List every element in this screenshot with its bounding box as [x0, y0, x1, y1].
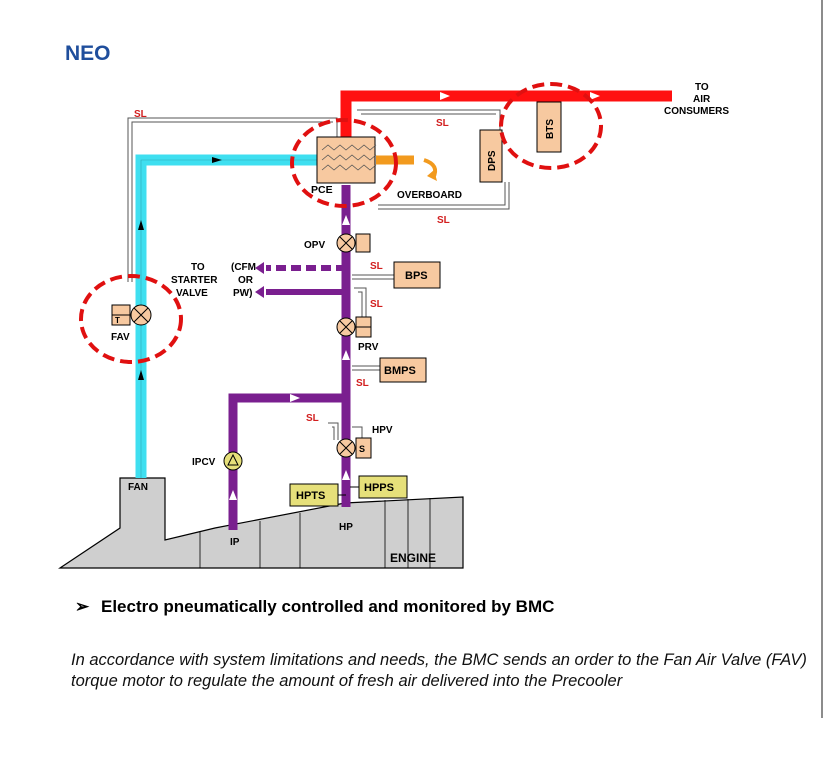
sense-line-hpv: [328, 422, 339, 440]
hp-label: HP: [339, 522, 353, 533]
page-border: [821, 0, 823, 718]
sense-line-hpv-right: [352, 426, 363, 440]
overboard-label: OVERBOARD: [397, 190, 462, 201]
hpts-label: HPTS: [296, 490, 325, 502]
ipcv-valve: [223, 451, 243, 471]
sl-label-prv: SL: [370, 299, 383, 310]
sl-label-bmps: SL: [356, 378, 369, 389]
ipcv-label: IPCV: [192, 457, 216, 468]
bmps-sensor: [379, 357, 427, 383]
fav-label: FAV: [111, 332, 130, 343]
sense-line-right: [357, 109, 501, 130]
to-label: TO: [695, 82, 709, 93]
bullet-point: ➢ Electro pneumatically controlled and mo…: [75, 597, 554, 617]
bullet-text: Electro pneumatically controlled and mon…: [101, 597, 555, 616]
fav-valve: T: [111, 304, 152, 326]
ip-label: IP: [230, 537, 240, 548]
fan-label: FAN: [128, 482, 148, 493]
sl-label-bps: SL: [370, 261, 383, 272]
bullet-arrow-icon: ➢: [75, 597, 90, 616]
bps-sensor: [393, 261, 441, 289]
hpv-label: HPV: [372, 425, 393, 436]
engine-body: [58, 477, 464, 569]
ip-air-duct: [228, 393, 346, 530]
engine-label: ENGINE: [390, 551, 436, 565]
hpps-label: HPPS: [364, 482, 394, 494]
sense-line-prv: [354, 287, 367, 317]
consumers-label: CONSUMERS: [664, 106, 729, 117]
sense-line-bps: [352, 274, 395, 280]
to-starter-label-2: STARTER: [171, 275, 218, 286]
sl-label-top-right: SL: [436, 118, 449, 129]
pce-highlight-ring: [290, 118, 398, 208]
pce-label: PCE: [311, 184, 333, 196]
air-label: AIR: [693, 94, 711, 105]
bts-sensor: [536, 101, 562, 153]
consumer-air-duct: [340, 90, 672, 137]
bts-highlight-ring: [499, 82, 603, 170]
hpv-valve: S: [336, 437, 372, 459]
fav-highlight-ring: [79, 274, 183, 364]
cfm-label-2: OR: [238, 275, 254, 286]
sl-label-overboard: SL: [437, 215, 450, 226]
hpv-s-label: S: [359, 444, 365, 454]
dps-sensor: [479, 129, 503, 183]
bts-label: BTS: [545, 119, 556, 139]
sense-line-top: [127, 117, 338, 282]
to-starter-label-1: TO: [191, 262, 205, 273]
description-text: In accordance with system limitations an…: [71, 651, 807, 690]
sense-line-overboard: [378, 182, 510, 210]
cfm-label-3: PW): [233, 288, 252, 299]
bleed-air-diagram: PCE DPS BTS BPS BMPS HPTS HPPS OPV PRV S…: [58, 82, 729, 569]
opv-label: OPV: [304, 240, 325, 251]
to-starter-label-3: VALVE: [176, 288, 208, 299]
bps-label: BPS: [405, 270, 428, 282]
page-title: NEO: [65, 42, 111, 65]
bmps-label: BMPS: [384, 365, 416, 377]
prv-valve: [336, 316, 372, 338]
fav-t-label: T: [115, 316, 120, 325]
opv-valve: [336, 233, 371, 253]
sl-label-hpv: SL: [306, 413, 319, 424]
prv-label: PRV: [358, 342, 379, 353]
sl-label-top-left: SL: [134, 109, 147, 120]
cfm-label-1: (CFM: [231, 262, 256, 273]
dps-label: DPS: [487, 150, 498, 171]
sense-line-bmps: [352, 365, 381, 371]
